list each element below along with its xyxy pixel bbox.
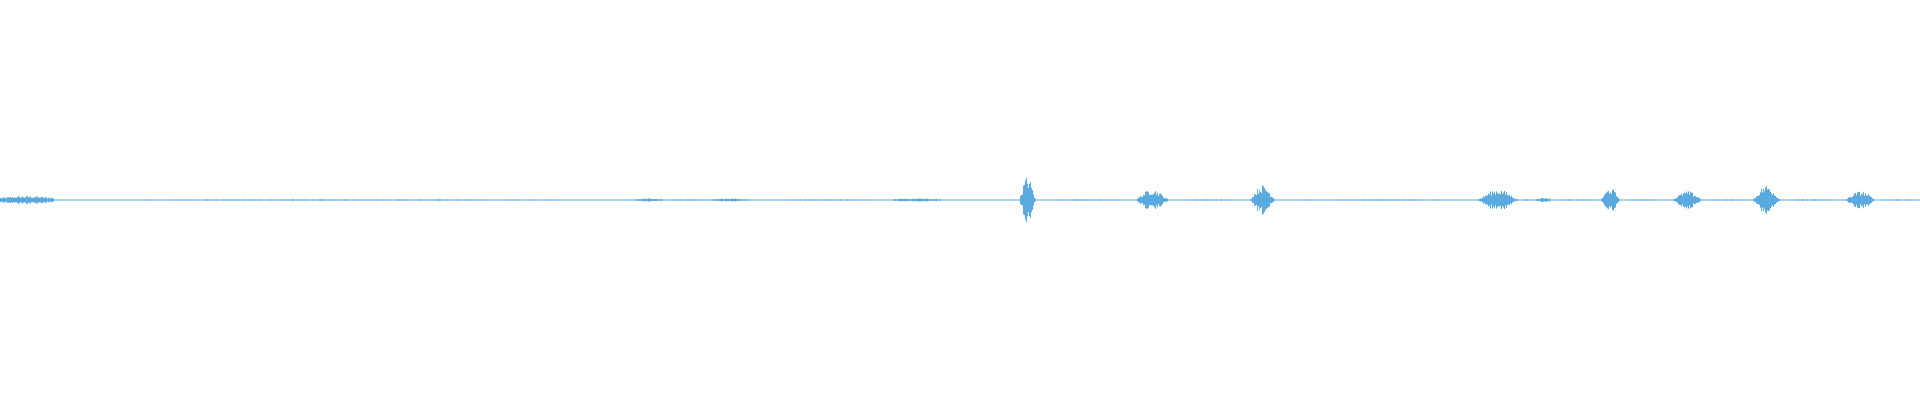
waveform-bars [0, 177, 1920, 223]
